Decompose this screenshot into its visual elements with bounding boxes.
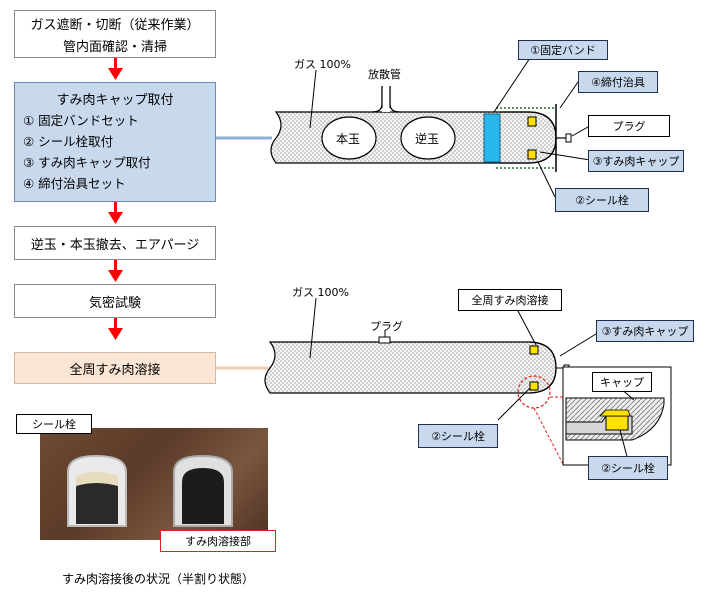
cap-shape-b-bottom: [529, 381, 539, 391]
photo-caption: すみ肉溶接後の状況（半割り状態）: [62, 572, 255, 586]
bottom-plug-label: プラグ: [370, 320, 403, 333]
label-plug-top: プラグ: [588, 115, 670, 137]
label-detail-seal: ②シール栓: [588, 456, 668, 480]
bottom-gas-label: ガス 100%: [292, 286, 349, 299]
label-detail-cap: キャップ: [592, 372, 652, 392]
cap-shape-b-top: [529, 345, 539, 355]
bottom-leaders: [309, 297, 597, 421]
flow-arrows: [108, 58, 123, 340]
label-seal-top: ②シール栓: [555, 188, 649, 212]
flow-step-5: 全周すみ肉溶接: [14, 352, 216, 384]
flow-step-1-line2: 管内面確認・清掃: [62, 39, 167, 55]
label-weld: 全周すみ肉溶接: [458, 289, 562, 311]
flow-step-2-item: ① 固定バンドセット: [23, 113, 139, 128]
flow-step-3: 逆玉・本玉撤去、エアパージ: [14, 226, 216, 260]
flow-step-2-item: ④ 締付治具セット: [23, 176, 126, 191]
weld-highlight-circle: [517, 375, 551, 409]
flow-step-1: ガス遮断・切断（従来作業） 管内面確認・清掃: [14, 10, 216, 58]
flow-step-2: すみ肉キャップ取付 ① 固定バンドセット ② シール栓取付 ③ すみ肉キャップ取…: [14, 82, 216, 202]
plug-shape: [378, 336, 391, 344]
label-cap-top: ③すみ肉キャップ: [588, 150, 684, 172]
flow-arrow-4: [108, 318, 123, 340]
main-ball-label: 本玉: [336, 132, 361, 146]
flow-step-4: 気密試験: [14, 284, 216, 318]
flow-step-2-item: ③ すみ肉キャップ取付: [23, 155, 151, 170]
detail-seal-shape: [605, 415, 629, 431]
flow-step-5-label: 全周すみ肉溶接: [69, 362, 161, 378]
label-photo-weld: すみ肉溶接部: [160, 530, 276, 552]
cap-shape-top: [527, 116, 537, 127]
flow-step-2-title: すみ肉キャップ取付: [56, 93, 174, 108]
main-ball-shape: [321, 116, 377, 160]
vent-pipe-label: 放散管: [368, 68, 401, 81]
fixing-band-shape: [483, 113, 501, 163]
label-seal-bottom: ②シール栓: [418, 424, 498, 448]
flow-arrow-3: [108, 260, 123, 282]
label-fixing-band: ①固定バンド: [518, 40, 608, 60]
flow-step-2-item: ② シール栓取付: [23, 134, 114, 149]
flow-arrow-1: [108, 58, 123, 80]
label-photo-seal: シール栓: [16, 414, 92, 434]
top-gas-label: ガス 100%: [294, 58, 351, 71]
label-cap-bottom: ③すみ肉キャップ: [596, 320, 694, 342]
flow-step-3-label: 逆玉・本玉撤去、エアパージ: [30, 237, 200, 253]
flow-step-1-line1: ガス遮断・切断（従来作業）: [30, 17, 200, 33]
label-jig: ④締付治具: [578, 71, 658, 93]
reverse-ball-label: 逆玉: [415, 132, 440, 146]
photo-cut-section: [40, 428, 268, 540]
cap-shape-bottom: [527, 149, 537, 160]
top-leaders: [309, 57, 591, 198]
flow-step-4-label: 気密試験: [88, 295, 141, 311]
top-pipe: [270, 86, 572, 172]
flow-arrow-2: [108, 202, 123, 224]
reverse-ball-shape: [400, 116, 456, 160]
